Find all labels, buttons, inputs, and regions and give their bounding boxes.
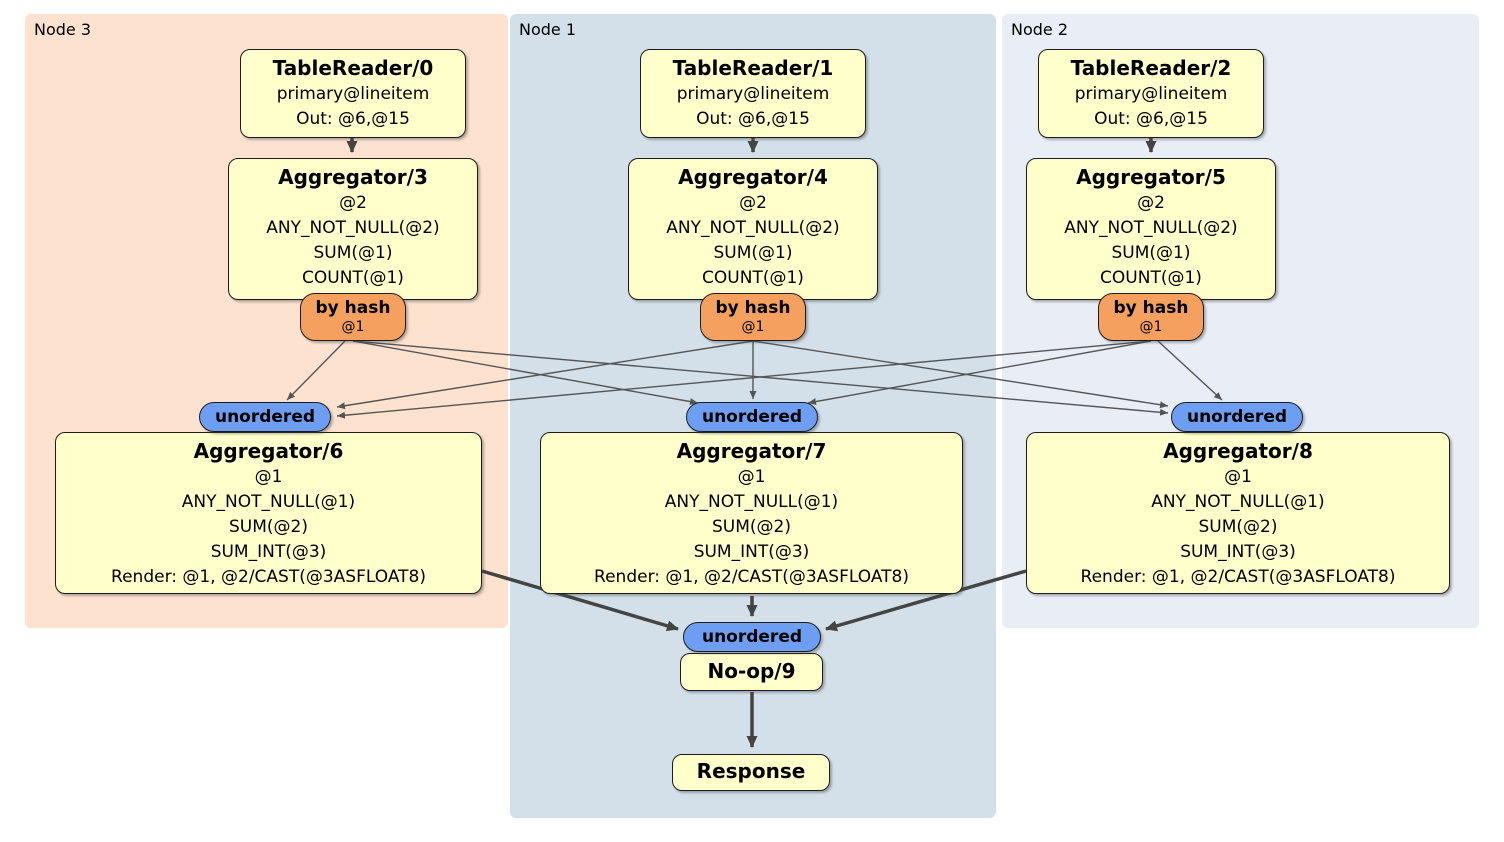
processor-detail: COUNT(@1) [702, 268, 804, 288]
processor-tablereader-2: TableReader/2 primary@lineitem Out: @6,@… [1038, 49, 1264, 138]
edge-hash2-to-sync1 [807, 340, 1152, 406]
synchronizer-label: unordered [1186, 407, 1288, 427]
processor-detail: @1 [737, 467, 766, 487]
synchronizer-label: unordered [214, 407, 316, 427]
processor-aggregator-3: Aggregator/3 @2 ANY_NOT_NULL(@2) SUM(@1)… [228, 158, 478, 300]
processor-detail: ANY_NOT_NULL(@2) [666, 218, 840, 238]
processor-detail: SUM(@2) [229, 517, 308, 537]
processor-aggregator-7: Aggregator/7 @1 ANY_NOT_NULL(@1) SUM(@2)… [540, 432, 963, 594]
synchronizer-label: unordered [701, 627, 803, 647]
processor-title: Aggregator/5 [1076, 165, 1226, 189]
router-detail: @1 [1139, 319, 1163, 335]
synchronizer-label: unordered [701, 407, 803, 427]
synchronizer-unordered-node1: unordered [686, 402, 818, 432]
synchronizer-unordered-node3: unordered [199, 402, 331, 432]
processor-detail: ANY_NOT_NULL(@1) [664, 492, 839, 512]
hash-stream-edges [286, 340, 1223, 419]
router-by-hash-node2: by hash @1 [1098, 293, 1204, 341]
processor-detail: Out: @6,@15 [296, 109, 410, 129]
edge-hash3-to-sync3 [286, 340, 346, 401]
processor-detail: SUM(@1) [313, 243, 393, 263]
router-detail: @1 [341, 319, 365, 335]
processor-title: Aggregator/6 [193, 439, 344, 463]
processor-detail: SUM(@1) [713, 243, 793, 263]
processor-title: No-op/9 [707, 659, 796, 683]
processor-detail: COUNT(@1) [302, 268, 404, 288]
processor-detail: @2 [1137, 193, 1165, 213]
processor-detail: Render: @1, @2/CAST(@3ASFLOAT8) [594, 567, 909, 587]
edge-hash3-to-sync1 [352, 340, 699, 406]
processor-title: Aggregator/4 [678, 165, 828, 189]
processor-response: Response [672, 754, 830, 791]
processor-detail: ANY_NOT_NULL(@1) [181, 492, 356, 512]
router-label: by hash [315, 298, 391, 318]
processor-title: TableReader/2 [1070, 56, 1232, 80]
processor-detail: Out: @6,@15 [1094, 109, 1208, 129]
processor-aggregator-8: Aggregator/8 @1 ANY_NOT_NULL(@1) SUM(@2)… [1026, 432, 1450, 594]
processor-detail: ANY_NOT_NULL(@2) [1064, 218, 1238, 238]
region-node-2-label: Node 2 [1011, 20, 1069, 39]
edge-hash2-to-sync3 [336, 340, 1152, 419]
router-by-hash-node3: by hash @1 [300, 293, 406, 341]
processor-detail: primary@lineitem [276, 84, 430, 104]
processor-detail: @2 [739, 193, 767, 213]
processor-title: Aggregator/7 [676, 439, 827, 463]
router-by-hash-node1: by hash @1 [700, 293, 806, 341]
edge-aggregator6-to-sync-final [481, 569, 679, 632]
processor-title: Aggregator/8 [1163, 439, 1313, 463]
processor-detail: primary@lineitem [676, 84, 830, 104]
processor-detail: ANY_NOT_NULL(@2) [266, 218, 440, 238]
processor-aggregator-4: Aggregator/4 @2 ANY_NOT_NULL(@2) SUM(@1)… [628, 158, 878, 300]
processor-title: TableReader/0 [272, 56, 434, 80]
processor-detail: @1 [254, 467, 283, 487]
processor-detail: SUM(@1) [1111, 243, 1191, 263]
edge-aggregator8-to-sync-final [825, 569, 1027, 632]
processor-detail: Render: @1, @2/CAST(@3ASFLOAT8) [1080, 567, 1396, 587]
processor-tablereader-1: TableReader/1 primary@lineitem Out: @6,@… [640, 49, 866, 138]
router-detail: @1 [741, 319, 765, 335]
processor-aggregator-5: Aggregator/5 @2 ANY_NOT_NULL(@2) SUM(@1)… [1026, 158, 1276, 300]
flow-edges [346, 138, 1157, 748]
processor-tablereader-0: TableReader/0 primary@lineitem Out: @6,@… [240, 49, 466, 138]
edge-hash2-to-sync2 [1157, 340, 1223, 401]
processor-detail: primary@lineitem [1074, 84, 1228, 104]
processor-noop-9: No-op/9 [680, 653, 823, 691]
synchronizer-unordered-final: unordered [683, 622, 821, 652]
processor-detail: COUNT(@1) [1100, 268, 1202, 288]
region-node-3-label: Node 3 [34, 20, 92, 39]
processor-detail: SUM_INT(@3) [210, 542, 327, 562]
edge-hash1-to-sync3 [336, 340, 754, 410]
processor-detail: ANY_NOT_NULL(@1) [1151, 492, 1325, 512]
processor-detail: SUM(@2) [712, 517, 791, 537]
processor-detail: @2 [339, 193, 367, 213]
processor-title: Response [696, 759, 806, 783]
processor-title: TableReader/1 [672, 56, 834, 80]
processor-detail: Out: @6,@15 [696, 109, 810, 129]
processor-detail: SUM_INT(@3) [693, 542, 810, 562]
router-label: by hash [1113, 298, 1189, 318]
processor-detail: SUM(@2) [1198, 517, 1278, 537]
router-label: by hash [715, 298, 791, 318]
processor-detail: Render: @1, @2/CAST(@3ASFLOAT8) [111, 567, 426, 587]
processor-detail: SUM_INT(@3) [1180, 542, 1296, 562]
processor-detail: @1 [1224, 467, 1252, 487]
region-node-1-label: Node 1 [519, 20, 577, 39]
edge-hash1-to-sync2 [752, 340, 1169, 409]
processor-aggregator-6: Aggregator/6 @1 ANY_NOT_NULL(@1) SUM(@2)… [55, 432, 482, 594]
synchronizer-unordered-node2: unordered [1171, 402, 1303, 432]
processor-title: Aggregator/3 [278, 165, 428, 189]
